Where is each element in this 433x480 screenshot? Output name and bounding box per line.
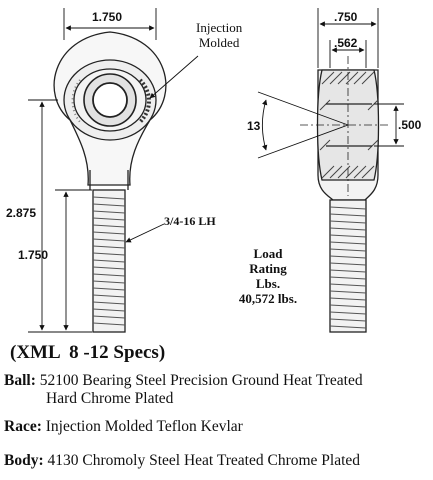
front-width-label: 1.750 [92, 10, 123, 24]
spec-ball-label: Ball: [4, 372, 36, 389]
spec-race-line1: Injection Molded Teflon Kevlar [45, 418, 243, 435]
spec-title: (XML 8 -12 Specs) [10, 342, 166, 363]
spec-body-line1: 4130 Chromoly Steel Heat Treated Chrome … [47, 452, 361, 469]
side-shank [329, 199, 367, 333]
thread-callout: 3/4-16 LH [164, 214, 216, 228]
load-rating-line1: Load [253, 246, 283, 261]
side-width-label: .750 [334, 10, 358, 24]
load-rating-block: Load Rating Lbs. 40,572 lbs. [218, 246, 318, 306]
rod-end-drawing [28, 8, 404, 333]
bore-label: .500 [398, 118, 422, 132]
misalignment-angle-label: 13 [247, 119, 261, 133]
spec-race: Race: Injection Molded Teflon Kevlar [4, 418, 243, 436]
ball-bore [92, 82, 128, 118]
overall-length-label: 2.875 [6, 206, 37, 220]
side-view [300, 56, 390, 333]
front-view [53, 31, 167, 333]
thread-length-label: 1.750 [18, 248, 49, 262]
front-dimensions [28, 8, 199, 333]
load-rating-value: 40,572 lbs. [238, 291, 298, 306]
spec-ball-line2: Hard Chrome Plated [46, 390, 174, 407]
spec-ball-line1: 52100 Bearing Steel Precision Ground Hea… [39, 372, 363, 389]
spec-ball: Ball: 52100 Bearing Steel Precision Grou… [4, 372, 363, 408]
front-threads [92, 196, 126, 326]
side-dimensions [257, 8, 404, 159]
ball-width-label: .562 [334, 36, 358, 50]
spec-body-label: Body: [4, 452, 44, 469]
spec-race-label: Race: [4, 418, 42, 435]
injection-molded-callout: Injection Molded [196, 20, 243, 50]
side-threads [329, 206, 367, 329]
spec-body: Body: 4130 Chromoly Steel Heat Treated C… [4, 452, 360, 470]
load-rating-line3: Lbs. [255, 276, 281, 291]
load-rating-line2: Rating [249, 261, 287, 276]
